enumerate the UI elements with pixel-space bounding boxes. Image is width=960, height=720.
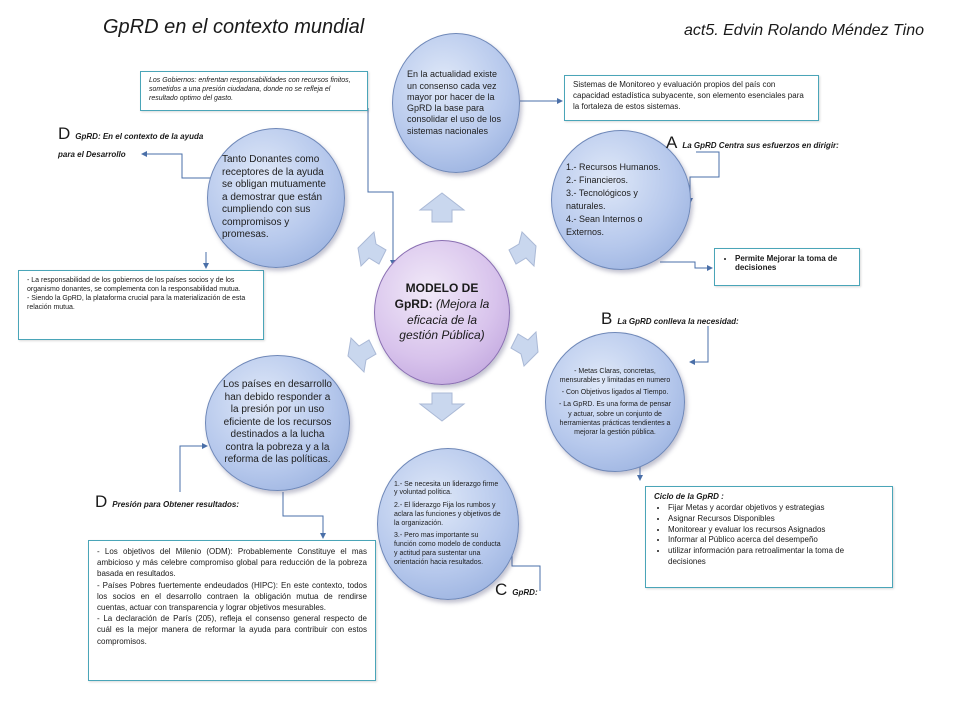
ciclo-item: Informar al Público acerca del desempeño [668, 535, 884, 546]
upper-right-circle: 1.- Recursos Humanos. 2.- Financieros. 3… [551, 130, 691, 270]
bottom-item: 1.- Se necesita un liderazgo firme y vol… [394, 480, 499, 497]
ciclo-item: Fijar Metas y acordar objetivos y estrat… [668, 503, 884, 514]
connector-a [687, 151, 720, 204]
lower-left-circle: Los países en desarrollo han debido resp… [205, 355, 350, 491]
objetivos-box: - Los objetivos del Milenio (ODM): Proba… [88, 540, 376, 681]
responsabilidad-line-1: - La responsabilidad de los gobiernos de… [27, 277, 241, 294]
lower-right-item: - La GpRD. Es una forma de pensar y actu… [558, 401, 672, 436]
ciclo-item: Asignar Recursos Disponibles [668, 514, 884, 525]
center-italic: (Mejora la eficacia de la gestión Públic… [399, 296, 490, 343]
upper-right-item: 2.- Financieros. [566, 174, 629, 185]
connector-d1 [141, 151, 216, 179]
top-circle-text: En la actualidad existe un consenso cada… [407, 69, 502, 136]
ciclo-title: Ciclo de la GpRD : [654, 492, 724, 501]
connector-b [689, 326, 709, 365]
block-arrow-upleft [357, 230, 387, 268]
bottom-item: 2.- El liderazgo Fija los rumbos y aclar… [394, 502, 501, 527]
sistemas-text: Sistemas de Monitoreo y evaluación propi… [573, 80, 804, 111]
connector-d2 [179, 443, 208, 492]
center-bold: MODELO DE GpRD: [394, 281, 479, 311]
connector-gobiernos [367, 108, 396, 266]
block-arrow-down [418, 392, 466, 422]
objetivos-line-1: - Los objetivos del Milenio (ODM): Proba… [97, 547, 367, 579]
block-arrow-up [418, 192, 466, 223]
lower-right-item: - Metas Claras, concretas, mensurables y… [559, 368, 671, 385]
responsabilidad-line-2: - Siendo la GpRD, la plataforma crucial … [27, 295, 246, 312]
lower-right-circle: - Metas Claras, concretas, mensurables y… [545, 332, 685, 472]
upper-right-item: 4.- Sean Internos o Externos. [566, 214, 643, 238]
label-d-contexto-2: para el Desarrollo [58, 150, 126, 159]
top-circle: En la actualidad existe un consenso cada… [392, 33, 520, 173]
gobiernos-text: Los Gobiernos: enfrentan responsabilidad… [149, 77, 351, 103]
ciclo-item: Monitorear y evaluar los recursos Asigna… [668, 525, 884, 536]
permite-item: Permite Mejorar la toma de decisiones [735, 254, 853, 272]
connector-permite [660, 261, 713, 271]
gobiernos-box: Los Gobiernos: enfrentan responsabilidad… [140, 71, 368, 111]
responsabilidad-box: - La responsabilidad de los gobiernos de… [18, 270, 264, 340]
sistemas-box: Sistemas de Monitoreo y evaluación propi… [564, 75, 819, 121]
ciclo-box: Ciclo de la GpRD : Fijar Metas y acordar… [645, 486, 893, 588]
center-circle: MODELO DE GpRD: (Mejora la eficacia de l… [374, 240, 510, 385]
page-title: GpRD en el contexto mundial [103, 16, 365, 38]
bottom-circle: 1.- Se necesita un liderazgo firme y vol… [377, 448, 519, 600]
bottom-item: 3.- Pero mas importante su función como … [394, 532, 501, 566]
lower-left-circle-text: Los países en desarrollo han debido resp… [223, 379, 332, 466]
block-arrow-upright [508, 231, 537, 268]
lower-right-item: - Con Objetivos ligados al Tiempo. [561, 389, 669, 397]
upper-left-circle-text: Tanto Donantes como receptores de la ayu… [222, 154, 326, 241]
upper-right-item: 3.- Tecnológicos y naturales. [566, 187, 638, 211]
objetivos-line-3: - La declaración de París (205), refleja… [97, 614, 367, 646]
permite-box: Permite Mejorar la toma de decisiones [714, 248, 860, 286]
objetivos-line-2: - Países Pobres fuertemente endeudados (… [97, 580, 367, 612]
block-arrow-downleft [347, 336, 377, 374]
ciclo-item: utilizar información para retroalimentar… [668, 546, 884, 568]
author-label: act5. Edvin Rolando Méndez Tino [684, 22, 924, 39]
connector-objetivos [282, 492, 326, 539]
upper-right-item: 1.- Recursos Humanos. [566, 161, 661, 172]
block-arrow-downright [510, 330, 539, 367]
upper-left-circle: Tanto Donantes como receptores de la ayu… [207, 128, 345, 268]
